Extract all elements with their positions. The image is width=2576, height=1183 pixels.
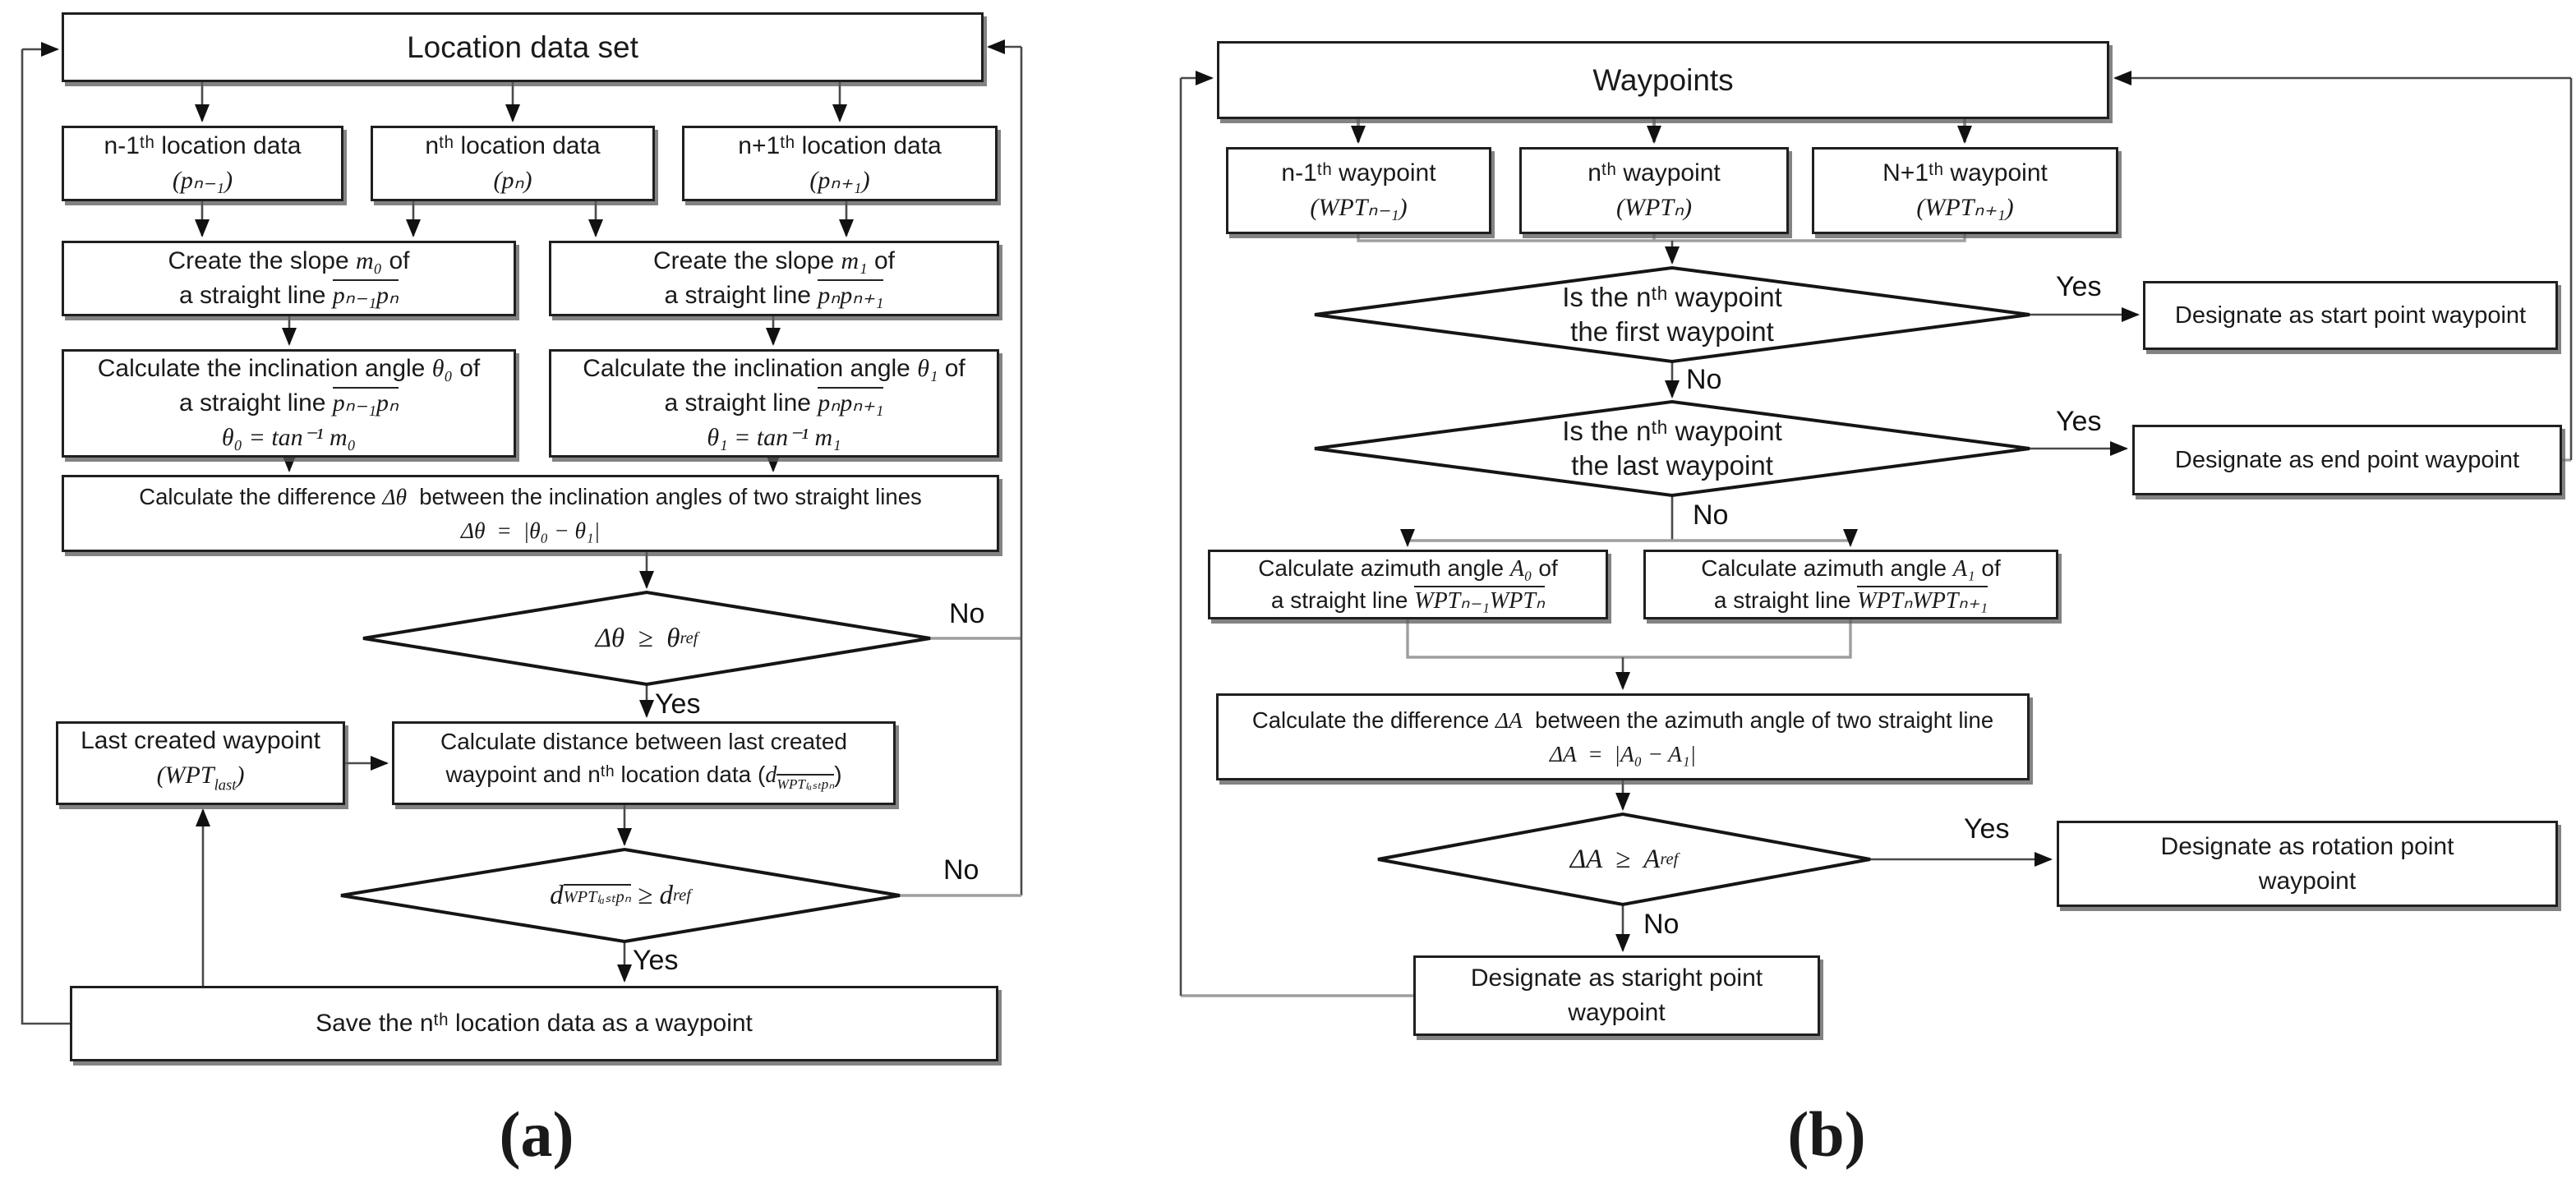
box-designate-rotation-point: Designate as rotation point waypoint [2057,821,2558,907]
box-create-slope-m1: Create the slope m₁ of a straight line p… [549,241,999,316]
label-no-distance: No [943,854,979,886]
box-location-data-set: Location data set [62,12,984,82]
label-yes-first-waypoint: Yes [2056,271,2102,302]
figure-label-a: (a) [499,1098,574,1170]
box-difference-delta-theta: Calculate the difference Δθ between the … [62,475,999,552]
figure-label-b: (b) [1787,1098,1866,1170]
decision-first-waypoint-label: Is the nᵗʰ waypoint the first waypoint [1562,282,1782,347]
label-no-last-waypoint: No [1693,499,1729,531]
box-azimuth-angle-a0: Calculate azimuth angle A₀ of a straight… [1208,550,1608,619]
label-no-delta-azimuth: No [1643,909,1680,940]
box-n-1-location-data: n-1ᵗʰ location data (pₙ₋₁) [62,126,343,201]
label-yes-delta-azimuth: Yes [1964,813,2010,845]
decision-delta-azimuth [1377,812,1871,907]
box-title: Location data set [407,30,638,64]
box-n-plus-1-waypoint: N+1ᵗʰ waypoint (WPTₙ₊₁) [1812,147,2118,234]
box-difference-delta-azimuth: Calculate the difference ΔA between the … [1216,693,2030,780]
box-designate-start-point: Designate as start point waypoint [2143,281,2558,350]
decision-last-waypoint [1314,399,2030,498]
label-yes-last-waypoint: Yes [2056,406,2102,437]
label-yes-delta-theta: Yes [655,688,701,720]
box-designate-end-point: Designate as end point waypoint [2132,425,2562,495]
box-n-waypoint: nᵗʰ waypoint (WPTₙ) [1519,147,1789,234]
box-designate-straight-point: Designate as staright point waypoint [1413,955,1820,1036]
box-n-location-data: nᵗʰ location data (pₙ) [371,126,655,201]
box-azimuth-angle-a1: Calculate azimuth angle A₁ of a straight… [1643,550,2058,619]
decision-last-waypoint-label: Is the nᵗʰ waypoint the last waypoint [1562,416,1782,481]
box-title: Waypoints [1592,62,1734,97]
decision-first-waypoint [1314,265,2030,364]
label-no-delta-theta: No [949,598,985,629]
decision-delta-theta [362,590,931,687]
box-save-waypoint: Save the nᵗʰ location data as a waypoint [70,986,998,1061]
box-waypoints: Waypoints [1217,41,2109,119]
decision-distance [340,847,901,944]
label-yes-distance: Yes [633,945,679,976]
box-n-1-waypoint: n-1ᵗʰ waypoint (WPTₙ₋₁) [1226,147,1491,234]
box-create-slope-m0: Create the slope m₀ of a straight line p… [62,241,516,316]
box-inclination-angle-theta1: Calculate the inclination angle θ₁ of a … [549,349,999,458]
box-last-created-waypoint: Last created waypoint (WPTlast) [56,721,345,805]
box-calculate-distance: Calculate distance between last created … [392,721,896,805]
label-no-first-waypoint: No [1686,364,1722,395]
box-n-plus-1-location-data: n+1ᵗʰ location data (pₙ₊₁) [682,126,998,201]
box-inclination-angle-theta0: Calculate the inclination angle θ₀ of a … [62,349,516,458]
